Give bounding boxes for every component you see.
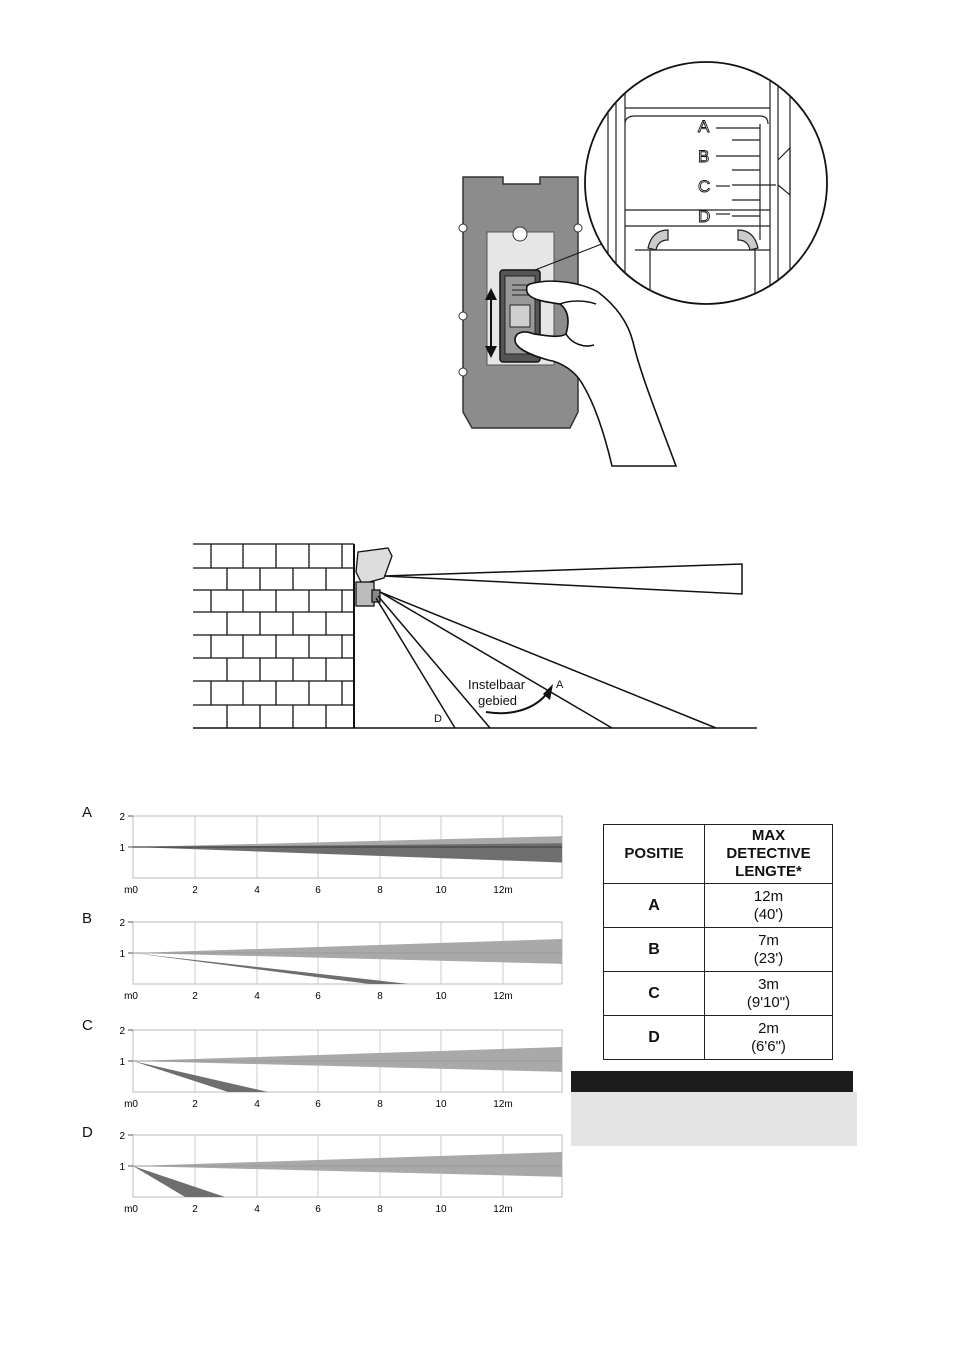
ray-label-a: A	[556, 679, 564, 691]
y-tick-label: 2	[119, 1131, 125, 1142]
row-metric: 3m	[758, 975, 779, 993]
note-box	[571, 1092, 857, 1146]
x-tick-label: 12m	[493, 1204, 512, 1215]
table-row: B 7m(23')	[603, 927, 833, 972]
chart-c-letter: C	[82, 1017, 93, 1034]
table-header-row: POSITIE MAX DETECTIVE LENGTE*	[603, 824, 833, 884]
row-position: A	[603, 883, 705, 928]
x-tick-label: 10	[435, 1204, 447, 1215]
y-tick-label: 2	[119, 918, 125, 929]
x-tick-label: 2	[192, 1204, 198, 1215]
header-max-line2: DETECTIVE	[726, 845, 811, 862]
header-max-line1: MAX	[751, 827, 786, 844]
header-max-line3: LENGTE*	[735, 863, 802, 880]
x-tick-label: 12m	[493, 1099, 512, 1110]
y-tick-label: 2	[119, 812, 125, 823]
table-row: D 2m(6'6")	[603, 1015, 833, 1060]
ray-label-d: D	[434, 713, 442, 725]
row-metric: 12m	[753, 887, 784, 905]
row-position: B	[603, 927, 705, 972]
adjustable-area-label-2: gebied	[478, 693, 517, 708]
x-tick-label: 4	[254, 1204, 260, 1215]
row-imperial: (23')	[753, 949, 784, 967]
hand-illustration	[514, 280, 678, 467]
x-tick-label: m0	[124, 1099, 138, 1110]
row-length: 3m(9'10")	[704, 971, 833, 1016]
x-tick-label: m0	[124, 885, 138, 896]
row-imperial: (9'10")	[746, 993, 791, 1011]
row-position: C	[603, 971, 705, 1016]
chart-d-letter: D	[82, 1124, 93, 1141]
beam-down	[133, 1061, 269, 1092]
detection-rays	[375, 563, 743, 729]
mounting-plate-figure: A B C D	[458, 61, 828, 467]
x-tick-label: m0	[124, 1204, 138, 1215]
note-header-bar	[571, 1071, 853, 1092]
zoom-leader-line	[534, 239, 613, 271]
y-tick-label: 1	[119, 1057, 125, 1068]
x-tick-label: 6	[315, 991, 321, 1002]
y-tick-label: 1	[119, 1162, 125, 1173]
row-length: 12m(40')	[704, 883, 833, 928]
table-row: A 12m(40')	[603, 883, 833, 928]
x-tick-label: 10	[435, 885, 447, 896]
beam-dark	[133, 843, 562, 863]
adjust-arrowhead-icon	[543, 684, 553, 700]
side-view-figure: Instelbaar gebied A D	[175, 532, 773, 738]
x-tick-label: 4	[254, 885, 260, 896]
table-row: C 3m(9'10")	[603, 971, 833, 1016]
x-tick-label: 10	[435, 1099, 447, 1110]
x-tick-label: 4	[254, 991, 260, 1002]
x-tick-label: 2	[192, 1099, 198, 1110]
zoom-letter-a: A	[698, 117, 710, 136]
zoom-letter-c: C	[698, 177, 710, 196]
beam-down	[133, 1166, 226, 1197]
zoom-circle: A B C D	[584, 61, 828, 305]
row-imperial: (6'6")	[751, 1037, 786, 1055]
zoom-letter-d: D	[698, 207, 710, 226]
x-tick-label: 6	[315, 885, 321, 896]
row-metric: 2m	[758, 1019, 779, 1037]
x-tick-label: 6	[315, 1204, 321, 1215]
x-tick-label: m0	[124, 991, 138, 1002]
header-positie: POSITIE	[603, 824, 705, 884]
beam-main	[133, 1047, 562, 1072]
beam-main	[133, 1152, 562, 1177]
x-tick-label: 8	[377, 1099, 383, 1110]
row-metric: 7m	[758, 931, 779, 949]
position-table: POSITIE MAX DETECTIVE LENGTE* A 12m(40')…	[603, 824, 833, 1060]
up-down-arrow-icon	[485, 288, 497, 358]
x-tick-label: 12m	[493, 991, 512, 1002]
x-tick-label: 2	[192, 991, 198, 1002]
x-tick-label: 12m	[493, 885, 512, 896]
chart-b-letter: B	[82, 910, 93, 927]
y-tick-label: 2	[119, 1026, 125, 1037]
adjustable-area-label-1: Instelbaar	[468, 677, 526, 692]
coverage-charts: 2 1 m0 2 4 6 8 10 12m 2 1 m0 2 4 6 8 10 12m 2 1 m0 2 4 6 8 10 12m 2…	[119, 812, 563, 1215]
y-tick-label: 1	[119, 949, 125, 960]
y-tick-label: 1	[119, 843, 125, 854]
chart-a-letter: A	[82, 804, 93, 821]
row-position: D	[603, 1015, 705, 1060]
zoom-letter-b: B	[698, 147, 709, 166]
header-max-length: MAX DETECTIVE LENGTE*	[704, 824, 833, 884]
x-tick-label: 8	[377, 885, 383, 896]
row-length: 7m(23')	[704, 927, 833, 972]
detector-unit	[355, 547, 393, 607]
x-tick-label: 8	[377, 991, 383, 1002]
x-tick-label: 2	[192, 885, 198, 896]
x-tick-label: 6	[315, 1099, 321, 1110]
x-tick-label: 8	[377, 1204, 383, 1215]
brick-wall	[193, 543, 355, 728]
x-tick-label: 10	[435, 991, 447, 1002]
row-imperial: (40')	[753, 905, 784, 923]
beam-main	[133, 939, 562, 964]
row-length: 2m(6'6")	[704, 1015, 833, 1060]
x-tick-label: 4	[254, 1099, 260, 1110]
beam-down	[133, 953, 410, 984]
